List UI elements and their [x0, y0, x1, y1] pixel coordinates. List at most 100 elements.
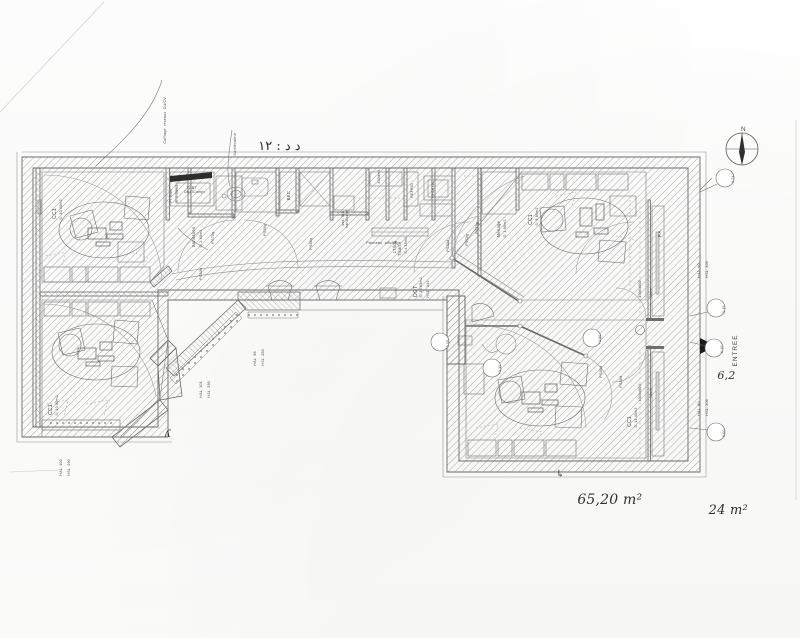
- total-area-handwritten: 65,20 m²: [568, 478, 642, 507]
- equipment-label: PHOTOC: [430, 181, 435, 198]
- opening-hal-o4: HAL 60: [694, 263, 702, 280]
- door-label-d10: P.A.: [654, 229, 663, 240]
- equipment-label: TGBT Disj./Compt: [184, 185, 205, 194]
- equipment-label-photoc: PHOTOC: [428, 181, 436, 200]
- room-area-menage: S: 1.60m2: [500, 219, 508, 240]
- room-area: S: 10.00m2: [58, 199, 63, 220]
- opening-hal-o2: HAL 101: [196, 381, 204, 400]
- room-area: S: 10.00m2: [54, 395, 59, 416]
- opening-hsl-o2: HSL 290: [204, 381, 212, 400]
- compass-label: N: [740, 125, 746, 133]
- level-value-lv1: -0,24: [728, 175, 736, 187]
- door-label: PS80d: [198, 267, 203, 280]
- door-label: PS80g: [308, 237, 313, 250]
- callout-label-surelevateur: Surélévateur: [230, 133, 238, 158]
- door-label: PS70g: [210, 231, 215, 244]
- opening-hsl-o5: HSL 306: [702, 399, 710, 418]
- opening-hsl-o3: HSL 280: [258, 349, 266, 368]
- door-label-d6: PS70g: [462, 234, 470, 248]
- pencil-arrow-mark: ↳: [556, 469, 565, 480]
- level-value-lv2: -0,15: [719, 305, 727, 317]
- level-value: -0,10: [719, 345, 724, 355]
- door-label: PS80d: [598, 365, 603, 378]
- equipment-label-micro: 400dm3: [374, 169, 382, 186]
- equipment-label-panneau: Panneau affichage: [364, 238, 401, 246]
- handwritten-value: 6,2: [717, 368, 736, 382]
- opening-hsl-o4: HSL 306: [702, 261, 710, 280]
- door-label: PS70g: [464, 233, 469, 246]
- room-area: S: 3.60m2: [198, 229, 203, 248]
- level-value-lv7: +0,11: [495, 365, 503, 377]
- opening-hal: HAL 101: [198, 381, 203, 398]
- opening-hsl-o1: HSL 290: [64, 459, 72, 478]
- door-label: 1000x800: [637, 384, 642, 402]
- equipment-label-tgbt: TGBT Disj./Compt: [184, 183, 205, 194]
- opening-hal-o1: HAL 100: [56, 459, 64, 478]
- door-label-d9: PS80d: [596, 366, 604, 380]
- level-value-lv3: -0,10: [717, 345, 725, 357]
- opening-hsl: HSL 306: [704, 399, 709, 416]
- opening-hsl: HSL 290: [206, 381, 211, 398]
- equipment-label: ssd. WC handicapé: [340, 209, 349, 228]
- door-label-d14: 1000x800: [635, 384, 643, 404]
- equipment-label: 400dm3: [376, 169, 381, 184]
- level-value: -0,05: [445, 339, 450, 349]
- level-value: -0,24: [730, 175, 735, 185]
- equipment-label-refrig: REFRIG: [407, 183, 415, 200]
- door-label: Store: [648, 388, 653, 398]
- handwritten-value: 65,20 m²: [577, 491, 643, 508]
- door-label: PS80d: [445, 239, 450, 252]
- room-area-cc1-tl: S: 10.00m2: [56, 199, 64, 222]
- opening-hal-o3: HAL 98: [250, 351, 258, 368]
- door-label: P.A.: [657, 229, 663, 238]
- level-value: -0,15: [721, 305, 726, 315]
- level-value-lv6: -0,05: [443, 339, 451, 351]
- door-label-d1: PS70g: [208, 232, 216, 246]
- equipment-label-bec: BEC: [283, 191, 292, 203]
- equipment-label: Panneau affichage: [366, 240, 401, 245]
- door-label-d8: PS80d: [616, 376, 624, 390]
- room-area-cc1-tr: S: 9.80m2: [532, 207, 540, 228]
- opening-hsl: HSL 290: [66, 459, 71, 476]
- room-area-sanitaires: S: 3.60m2: [196, 229, 204, 250]
- level-value: +0,11: [497, 364, 502, 375]
- room-area: S: 9.80m2: [534, 207, 539, 226]
- opening-hal: HAL 60: [696, 263, 701, 278]
- secondary-area-handwritten: 24 m²: [700, 490, 748, 517]
- equipment-label: BEC: [286, 191, 292, 201]
- opening-hal: HAL 60: [696, 401, 701, 416]
- arabic-handwritten-note: ﺩ ﺩ : ١٢: [250, 126, 301, 153]
- door-label-d3: PS80g: [260, 224, 268, 238]
- equipment-label-wc: ssd. WC handicapé: [338, 210, 349, 228]
- opening-hal: HAL 98: [252, 351, 257, 366]
- room-height-dgt: HSD 344: [423, 280, 431, 300]
- door-label-d12: Store: [646, 388, 654, 400]
- door-label: PS80d: [618, 375, 623, 388]
- level-value-lv5: +0,00: [595, 335, 603, 348]
- door-label-d2: PS80d: [196, 268, 204, 282]
- door-label: PS80g: [262, 223, 267, 236]
- room-area-pl-elec: S: 0.50m2: [172, 184, 180, 205]
- door-label-d5: PS80d: [443, 240, 451, 254]
- door-label-d11: Store: [646, 288, 654, 300]
- opening-hal: HAL 100: [58, 459, 63, 476]
- entrance-handwritten-mark: 6,2: [710, 358, 736, 381]
- room-area-cc1-br: S: 11.40m2: [631, 407, 639, 430]
- opening-hsl: HSL 306: [704, 261, 709, 278]
- level-value-lv4: -0,00: [719, 429, 727, 441]
- door-label: 1000x800: [637, 280, 642, 298]
- handwritten-value: 24 m²: [708, 502, 748, 518]
- pencil-tick-mark: ʎ: [165, 429, 171, 440]
- room-area-cc1-bl: S: 10.00m2: [52, 395, 60, 418]
- door-label: PS70g: [474, 221, 479, 234]
- handwritten-value: ﺩ ﺩ : ١٢: [258, 138, 301, 154]
- opening-hal-o5: HAL 60: [694, 401, 702, 418]
- room-area: S: 1.60m2: [502, 219, 507, 238]
- callout-label: Coffrage réseaux CU/CV: [162, 97, 167, 144]
- compass-north-label: N: [737, 120, 746, 133]
- door-label: Store: [648, 288, 653, 298]
- equipment-label: REFRIG: [409, 182, 414, 198]
- level-value: -0,00: [721, 429, 726, 439]
